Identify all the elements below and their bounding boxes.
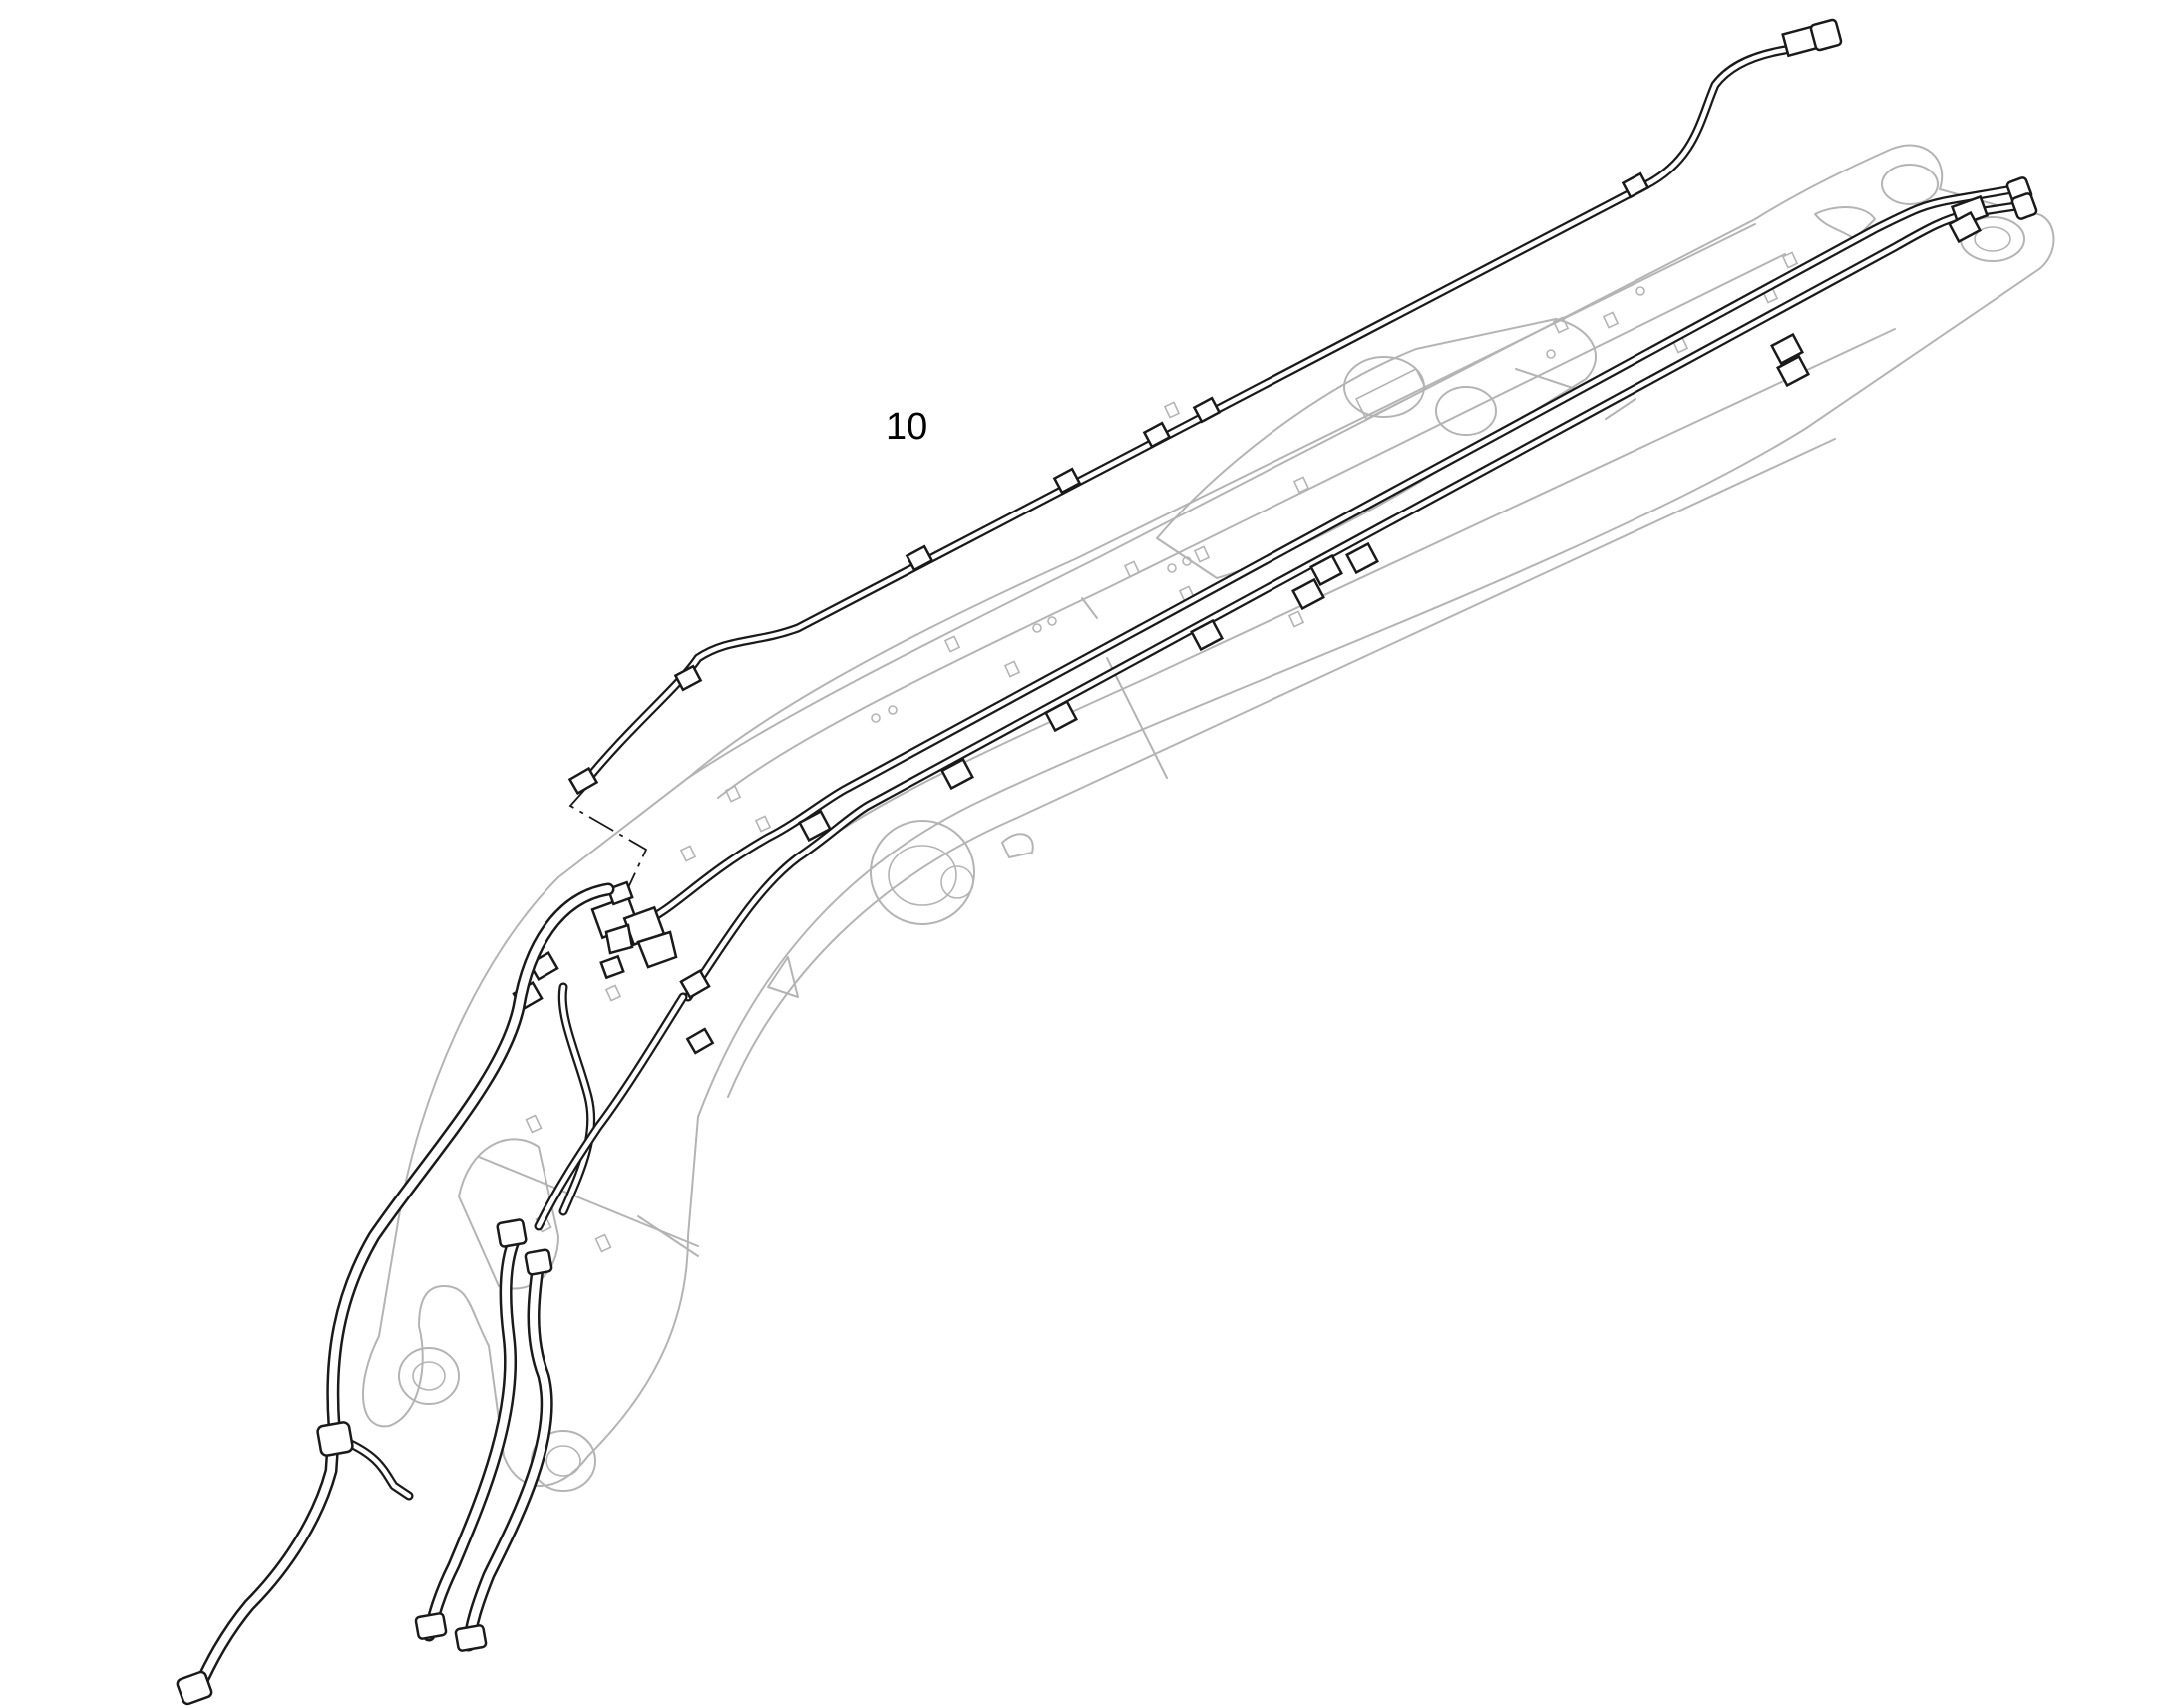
seam-2 [1106,657,1168,779]
left-hose-assembly [176,882,615,1706]
fork-seam-2 [637,1215,699,1257]
center-hose-pair [414,1218,553,1652]
boss-pin [940,865,974,899]
bottom-plate-edge [727,438,1836,1098]
top-plate-edge-2 [717,253,1786,799]
boss-outer [870,820,975,925]
upper-start-fitting [567,766,599,796]
upper-end-fitting [1781,18,1843,58]
cylinder-bracket [1156,318,1597,579]
boss-inner [888,845,957,906]
bracket-pin [1354,367,1428,421]
boss-tab [1001,833,1034,858]
boom-structure [362,144,2055,1492]
inner-tube-drop [534,982,688,1231]
bracket-boss-left [1343,356,1425,418]
fork-bore-left [412,1361,446,1391]
tube-pair-clamps [798,210,1982,843]
seam-4 [1605,398,1636,420]
junction-manifold [512,880,715,1055]
knuckle-pin-bore [1974,226,2011,252]
knuckle-pin-top [1881,164,1939,205]
top-plate-edge [687,223,1756,779]
seam-3 [1515,368,1577,390]
knuckle-slot [1814,206,1876,240]
fork-lower-left [458,1138,559,1290]
callout-leader-line [568,787,648,893]
callout-label: 10 [886,406,927,448]
fork-bore-right [545,1445,581,1477]
upper-tube-line [577,35,1840,791]
bracket-boss-right [1435,386,1497,436]
seam-1 [1081,597,1098,619]
upper-clamps [673,171,1650,692]
tube-pair-along-arm [633,182,2034,1002]
side-triangle [767,956,799,998]
fork-pin-left [398,1347,460,1405]
